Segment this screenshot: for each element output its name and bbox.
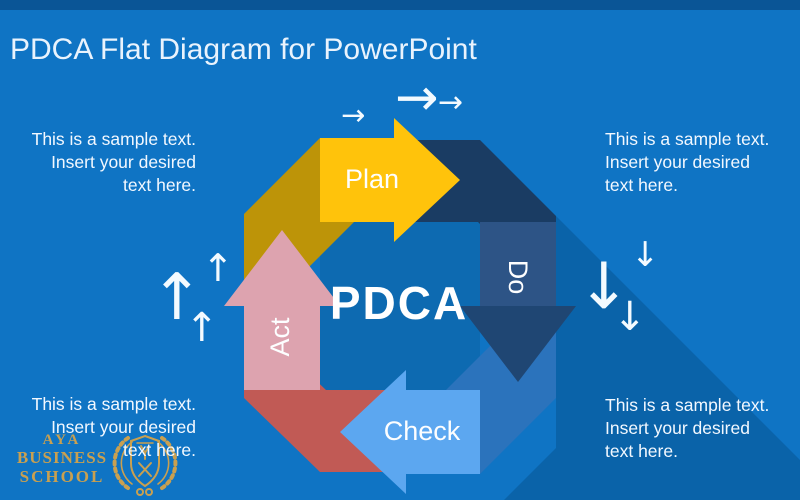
flow-right-arrow-small-1: → bbox=[341, 98, 366, 132]
logo-wordmark: AYA BUSINESS SCHOOL bbox=[12, 432, 112, 486]
do-arrow-head[interactable] bbox=[460, 306, 576, 382]
flow-up-arrow-large: ↑ bbox=[150, 261, 204, 335]
sample-text-top-right: This is a sample text. Insert your desir… bbox=[605, 128, 783, 197]
flow-down-arrow-small-1: ↓ bbox=[631, 235, 660, 275]
sample-text-line: Insert your desired bbox=[51, 152, 196, 172]
plan-label: Plan bbox=[344, 164, 400, 194]
sample-text-bottom-right: This is a sample text. Insert your desir… bbox=[605, 394, 783, 463]
logo-crest-icon bbox=[112, 434, 178, 496]
slide-title: PDCA Flat Diagram for PowerPoint bbox=[10, 33, 477, 66]
flow-up-arrow-small-2: ↑ bbox=[185, 305, 219, 351]
logo-line-aya: AYA bbox=[42, 432, 82, 448]
act-label: Act bbox=[265, 317, 295, 357]
sample-text-line: text here. bbox=[123, 175, 196, 195]
act-arrow[interactable] bbox=[224, 230, 340, 390]
top-accent-bar bbox=[0, 0, 800, 10]
do-label: Do bbox=[503, 259, 533, 295]
sample-text-line: This is a sample text. bbox=[31, 129, 196, 149]
sample-text-top-left: This is a sample text. Insert your desir… bbox=[28, 128, 196, 197]
flow-down-arrow-large: ↓ bbox=[577, 250, 631, 324]
flow-down-arrow-small-2: ↓ bbox=[613, 294, 647, 340]
sample-text-line: This is a sample text. bbox=[605, 395, 770, 415]
do-arrow-body[interactable] bbox=[480, 222, 556, 306]
sample-text-line: text here. bbox=[605, 441, 678, 461]
check-label: Check bbox=[383, 416, 461, 446]
plan-arrow[interactable] bbox=[320, 118, 460, 242]
long-shadow bbox=[504, 216, 800, 500]
sample-text-line: Insert your desired bbox=[51, 417, 196, 437]
sample-text-bottom-left: This is a sample text. Insert your desir… bbox=[28, 393, 196, 462]
flow-up-arrow-small-1: ↑ bbox=[202, 246, 234, 290]
logo-line-business: BUSINESS bbox=[16, 448, 108, 467]
sample-text-line: This is a sample text. bbox=[31, 394, 196, 414]
sample-text-line: text here. bbox=[605, 175, 678, 195]
aya-business-school-logo: AYA BUSINESS SCHOOL bbox=[8, 428, 208, 500]
flow-right-arrow-large: → bbox=[395, 68, 439, 128]
sample-text-line: Insert your desired bbox=[605, 418, 750, 438]
center-square bbox=[320, 222, 480, 390]
sample-text-line: This is a sample text. bbox=[605, 129, 770, 149]
sample-text-line: Insert your desired bbox=[605, 152, 750, 172]
check-arrow[interactable] bbox=[340, 370, 480, 494]
sample-text-line: text here. bbox=[123, 440, 196, 460]
logo-line-school: SCHOOL bbox=[19, 467, 105, 486]
pdca-center-label: PDCA bbox=[329, 277, 469, 329]
flow-right-arrow-small-2: → bbox=[438, 85, 464, 120]
